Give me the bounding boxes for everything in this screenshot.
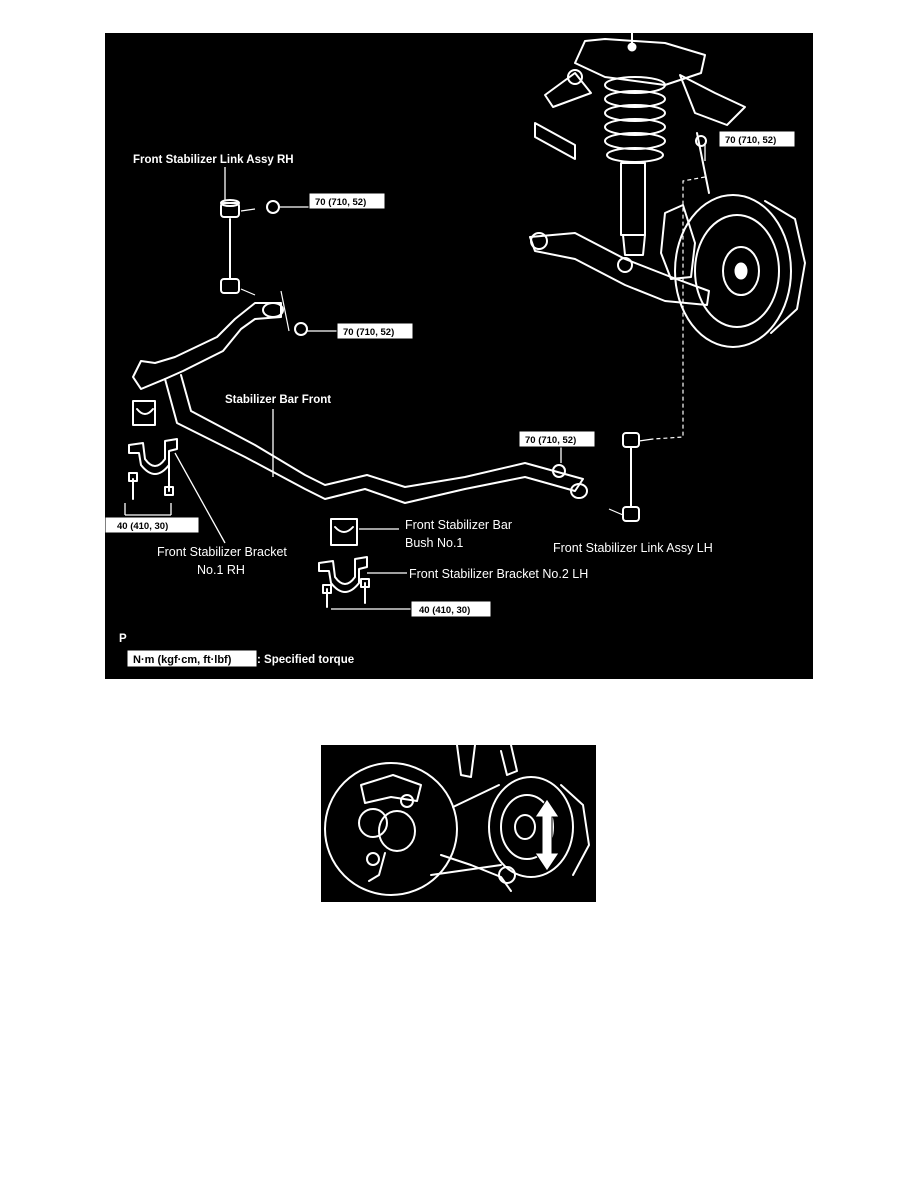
bushing-rh-illustration	[132, 400, 156, 426]
svg-text:70 (710, 52): 70 (710, 52)	[343, 327, 394, 338]
stabilizer-link-rh-illustration	[220, 199, 308, 336]
stabilizer-exploded-diagram: Front Stabilizer Link Assy RH Stabilizer…	[105, 33, 813, 679]
torque-box-link-rh-bottom: 70 (710, 52)	[336, 322, 414, 340]
suspension-assembly-illustration	[529, 33, 806, 348]
magnifier-callout-lines	[430, 784, 502, 876]
label-bush-line1: Front Stabilizer Bar	[405, 518, 512, 532]
bracket-lh-illustration	[318, 556, 370, 608]
torque-box-link-lh-top: 70 (710, 52)	[518, 430, 596, 448]
leader-lines	[124, 143, 706, 610]
stabilizer-link-lh-illustration	[552, 432, 654, 522]
label-stabilizer-bar: Stabilizer Bar Front	[225, 394, 331, 406]
label-bush-line2: Bush No.1	[405, 536, 463, 550]
stabilizer-bar-illustration	[132, 290, 588, 504]
torque-box-bracket-lh: 40 (410, 30)	[410, 600, 492, 618]
double-vertical-arrow-icon	[534, 798, 560, 872]
bracket-rh-illustration	[128, 438, 178, 500]
label-link-lh: Front Stabilizer Link Assy LH	[553, 541, 713, 555]
svg-text:70 (710, 52): 70 (710, 52)	[525, 435, 576, 446]
figure-code: P	[119, 633, 127, 645]
torque-legend: N·m (kgf·cm, ft·lbf) : Specified torque	[126, 649, 354, 668]
label-bracket-rh-line1: Front Stabilizer Bracket	[157, 545, 287, 559]
label-link-rh: Front Stabilizer Link Assy RH	[133, 154, 294, 166]
alignment-guide-line	[652, 176, 706, 440]
label-bracket-lh: Front Stabilizer Bracket No.2 LH	[409, 567, 588, 581]
torque-box-upper-right: 70 (710, 52)	[718, 130, 796, 148]
torque-box-bracket-rh: 40 (410, 30)	[105, 516, 200, 534]
svg-text:40 (410, 30): 40 (410, 30)	[419, 605, 470, 616]
bushing-lh-illustration	[330, 518, 358, 546]
svg-text:40 (410, 30): 40 (410, 30)	[117, 521, 168, 532]
legend-unit: N·m (kgf·cm, ft·lbf)	[133, 654, 232, 666]
label-bracket-rh-line2: No.1 RH	[197, 563, 245, 577]
torque-box-link-rh-top: 70 (710, 52)	[308, 192, 386, 210]
suspension-hub-illustration	[440, 745, 590, 892]
legend-description: : Specified torque	[257, 654, 354, 666]
svg-text:70 (710, 52): 70 (710, 52)	[725, 135, 776, 146]
hub-play-check-diagram	[321, 745, 596, 902]
magnified-detail-circle	[324, 762, 458, 896]
svg-text:70 (710, 52): 70 (710, 52)	[315, 197, 366, 208]
